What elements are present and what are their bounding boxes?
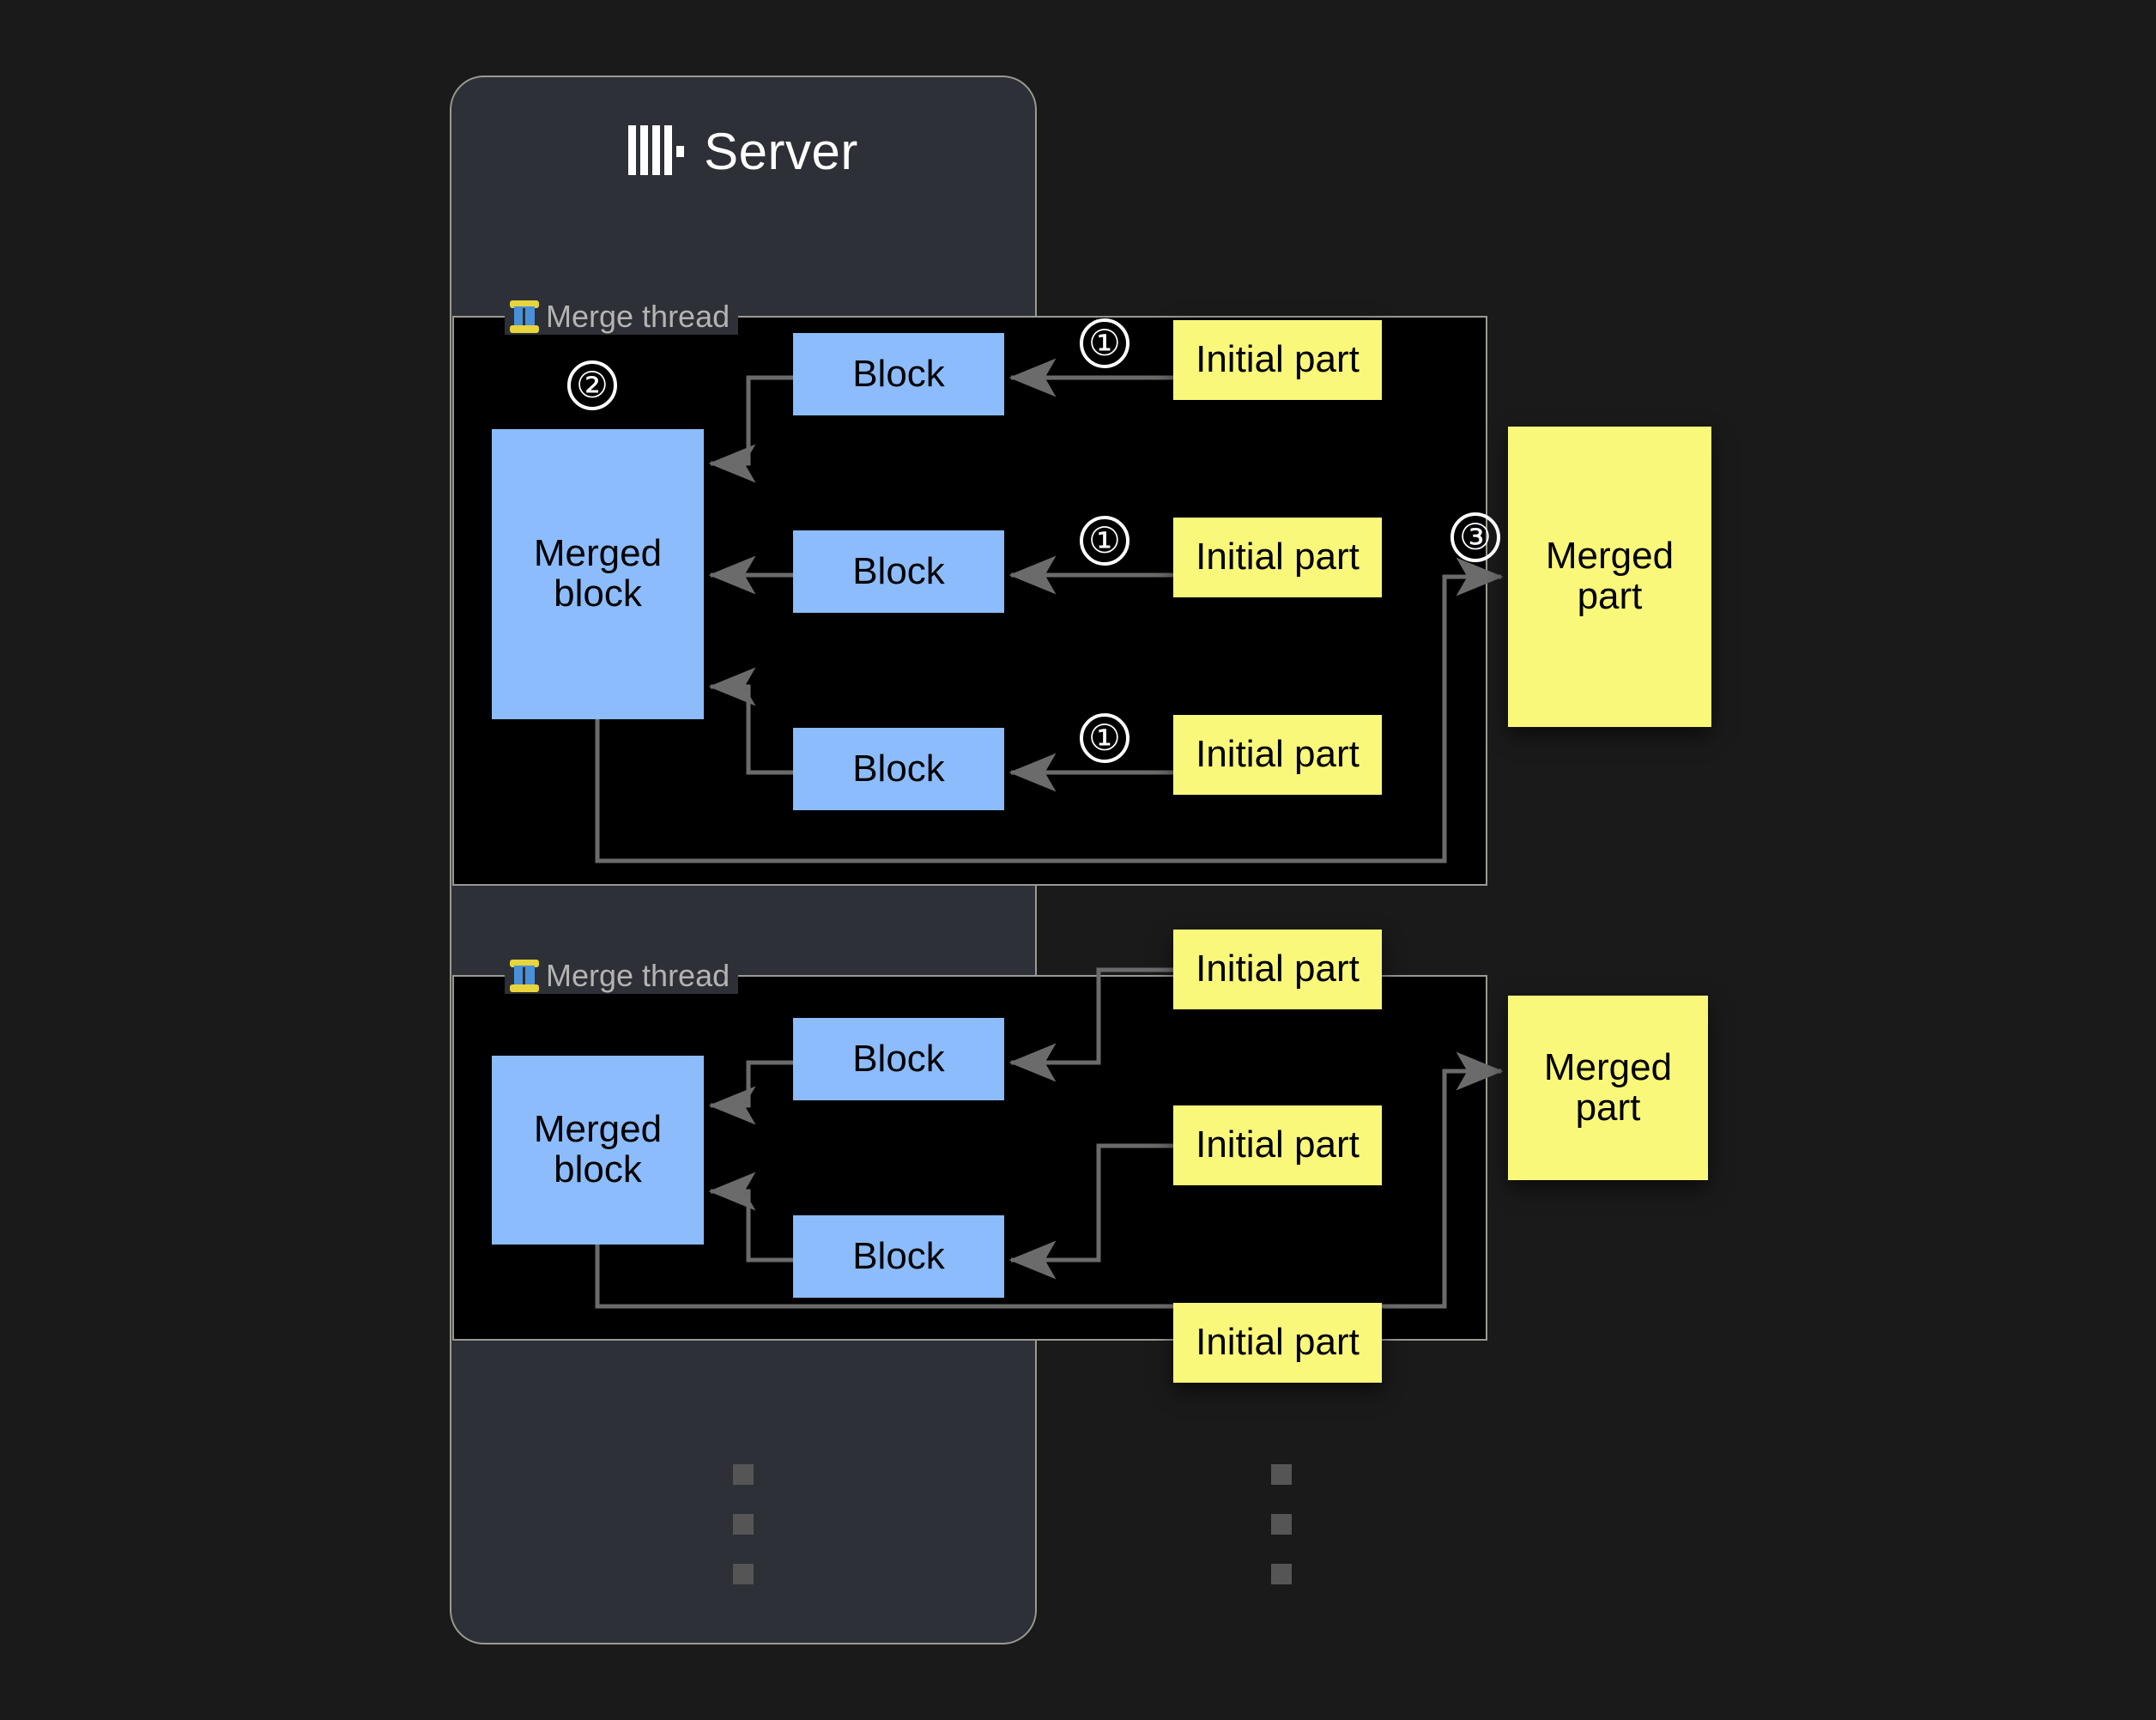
merge-thread-label-1: Merge thread: [505, 299, 739, 335]
merged-part-1[interactable]: Merged part: [1508, 427, 1711, 727]
step-badge-1b: ①: [1080, 516, 1129, 566]
block-1-3[interactable]: Block: [793, 728, 1004, 810]
vertical-ellipsis-server: [733, 1464, 754, 1614]
merged-block-2[interactable]: Merged block: [492, 1056, 704, 1245]
merged-part-2[interactable]: Merged part: [1508, 996, 1708, 1180]
step-badge-1a: ①: [1080, 318, 1129, 368]
initial-part-2[interactable]: Initial part: [1173, 518, 1382, 597]
thread-spool-icon: [510, 300, 539, 334]
merge-thread-label-2: Merge thread: [505, 958, 739, 994]
initial-part-4[interactable]: Initial part: [1173, 930, 1382, 1009]
step-badge-1c: ①: [1080, 713, 1129, 763]
initial-part-1[interactable]: Initial part: [1173, 320, 1382, 400]
thread-spool-icon: [510, 959, 539, 993]
clickhouse-logo-icon: [628, 125, 685, 177]
step-badge-3: ③: [1450, 512, 1500, 562]
initial-part-5[interactable]: Initial part: [1173, 1105, 1382, 1185]
initial-part-6[interactable]: Initial part: [1173, 1303, 1382, 1383]
block-1-1[interactable]: Block: [793, 333, 1004, 415]
merged-block-1[interactable]: Merged block: [492, 429, 704, 719]
step-badge-2: ②: [567, 360, 617, 410]
block-2-1[interactable]: Block: [793, 1018, 1004, 1100]
vertical-ellipsis-parts: [1271, 1464, 1292, 1614]
merge-thread-label-text-2: Merge thread: [546, 958, 730, 993]
initial-part-3[interactable]: Initial part: [1173, 715, 1382, 795]
block-2-2[interactable]: Block: [793, 1215, 1004, 1298]
merge-thread-label-text-1: Merge thread: [546, 299, 730, 334]
server-title-label: Server: [704, 122, 858, 180]
block-1-2[interactable]: Block: [793, 530, 1004, 613]
server-title: Server: [450, 115, 1037, 187]
